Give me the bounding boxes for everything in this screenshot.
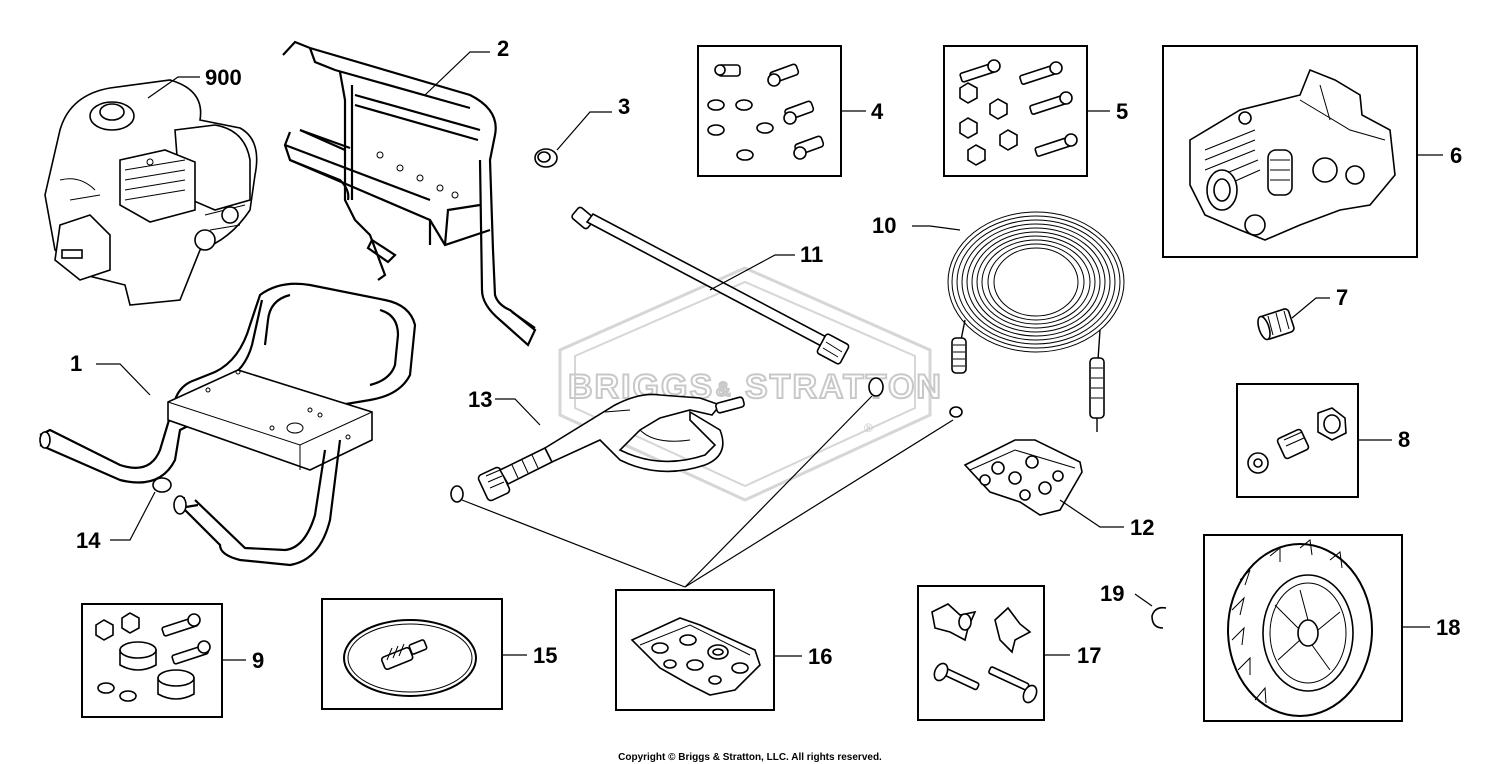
cap-illustration[interactable] bbox=[152, 477, 172, 493]
hose-o-ring[interactable] bbox=[949, 406, 963, 418]
callout-18: 18 bbox=[1436, 615, 1460, 640]
kit-17-knob-bolt-illustration bbox=[931, 603, 1038, 704]
pump-illustration bbox=[1189, 68, 1396, 241]
callout-4: 4 bbox=[871, 99, 884, 124]
spray-lance-illustration[interactable] bbox=[571, 206, 850, 365]
callout-5: 5 bbox=[1116, 99, 1128, 124]
engine-illustration[interactable] bbox=[44, 79, 258, 306]
kit-9-hardware-illustration bbox=[95, 612, 211, 702]
wheel-illustration bbox=[1227, 539, 1373, 717]
callout-7: 7 bbox=[1336, 285, 1348, 310]
copyright-notice: Copyright © Briggs & Stratton, LLC. All … bbox=[618, 752, 882, 763]
callout-13: 13 bbox=[468, 387, 492, 412]
callout-16: 16 bbox=[808, 644, 832, 669]
spray-gun-illustration[interactable] bbox=[477, 393, 745, 502]
fitting-illustration bbox=[1247, 407, 1347, 474]
callout-10: 10 bbox=[872, 213, 896, 238]
kit-15-box[interactable] bbox=[321, 598, 503, 710]
kit-4-hardware-illustration bbox=[707, 63, 825, 161]
kit-16-o-ring-bag-illustration bbox=[630, 617, 761, 696]
lance-o-ring[interactable] bbox=[868, 377, 884, 397]
callout-8: 8 bbox=[1398, 427, 1410, 452]
nozzle-bag-illustration[interactable] bbox=[963, 439, 1083, 516]
kit-5-box[interactable] bbox=[943, 45, 1088, 177]
e-clip-illustration[interactable] bbox=[1151, 606, 1167, 629]
callout-1: 1 bbox=[70, 351, 82, 376]
watermark-brand-right: STRATTON bbox=[745, 368, 943, 406]
watermark-brand-amp: & bbox=[716, 379, 732, 401]
callout-19: 19 bbox=[1100, 581, 1124, 606]
brand-watermark: BRIGGS & STRATTON ® bbox=[558, 266, 943, 502]
pump-6-box[interactable] bbox=[1162, 45, 1418, 258]
callout-11: 11 bbox=[800, 242, 823, 267]
kit-16-box[interactable] bbox=[615, 589, 775, 711]
callout-2: 2 bbox=[497, 36, 509, 61]
kit-15-ring-plug-illustration bbox=[343, 619, 477, 697]
callout-6: 6 bbox=[1450, 143, 1462, 168]
base-frame-illustration[interactable] bbox=[39, 282, 417, 567]
kit-17-box[interactable] bbox=[917, 585, 1045, 721]
wheel-18-box[interactable] bbox=[1203, 534, 1403, 722]
plug-illustration[interactable] bbox=[534, 148, 558, 168]
gun-o-ring[interactable] bbox=[450, 485, 464, 503]
callout-900: 900 bbox=[205, 65, 242, 90]
callout-17: 17 bbox=[1077, 643, 1101, 668]
hose-coil-illustration[interactable] bbox=[947, 211, 1125, 432]
callout-3: 3 bbox=[618, 94, 630, 119]
kit-5-hardware-illustration bbox=[959, 59, 1078, 166]
frame-handle-illustration[interactable] bbox=[282, 40, 537, 347]
callout-9: 9 bbox=[252, 648, 264, 673]
callout-14: 14 bbox=[76, 528, 101, 553]
o-ring-kit-leaders bbox=[461, 395, 954, 588]
callout-12: 12 bbox=[1130, 515, 1154, 540]
coupler-illustration[interactable] bbox=[1256, 308, 1295, 341]
callout-15: 15 bbox=[533, 643, 557, 668]
watermark-registered: ® bbox=[864, 421, 873, 435]
